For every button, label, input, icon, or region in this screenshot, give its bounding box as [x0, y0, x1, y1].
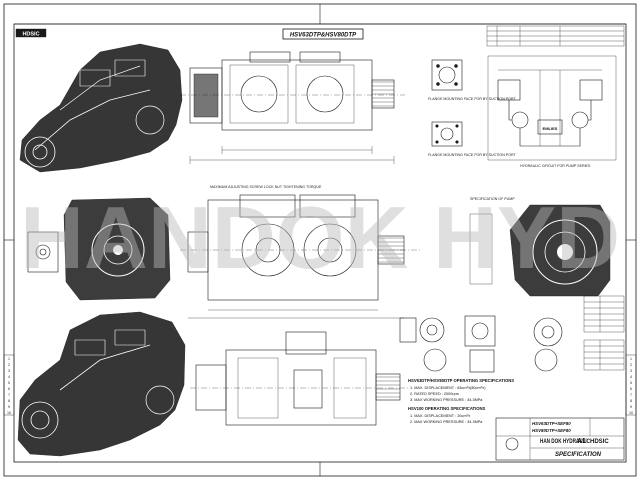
- row-number: 4: [630, 375, 632, 379]
- spec-line: 1. MAX. DISPLACEMENT : 20cm³/r: [410, 414, 471, 418]
- row-number: 6: [630, 387, 632, 391]
- pump-end-view-left: [27, 197, 171, 301]
- right-row-marks: 1 2 3 4 5 6 7 8 9 10: [625, 354, 637, 416]
- model-line-2: HSV80DTP+SEF80: [532, 428, 571, 433]
- regulator-label: EMLIES: [543, 126, 558, 131]
- revision-table: [486, 25, 625, 47]
- spec-line: 1. MAX. DISPLACEMENT : 63cm³/r(80cm³/r): [410, 386, 486, 390]
- row-number: 2: [630, 363, 632, 367]
- row-number: 3: [630, 369, 632, 373]
- hydraulic-circuit: EMLIES HYDRAULIC CIRCUIT FOR PUMP SERIES: [487, 55, 617, 168]
- spec-heading-2: HSV100 OPERATING SPECIFICATIONS: [408, 406, 486, 411]
- pump-isometric-bottom: [17, 311, 186, 457]
- title-block: HSV63DTP+SEF80 HSV80DTP+SEF80 HAN DOK HY…: [495, 417, 625, 461]
- row-number: 10: [629, 411, 633, 415]
- flange-detail-a: FLANGE MOUNTING FACE FOR BY SUCTION PORT: [428, 59, 517, 101]
- row-number: 7: [630, 393, 632, 397]
- row-number: 1: [8, 357, 10, 361]
- drawing-title: HSV63DTP&HSV80DTP: [290, 33, 357, 39]
- sheet-size: A1: [577, 438, 586, 445]
- row-number: 8: [630, 399, 632, 403]
- flange-detail-b: FLANGE MOUNTING FACE FOR BY SUCTION PORT: [428, 121, 517, 157]
- frame-center-ticks: [4, 4, 636, 476]
- logo-text: HDSIC: [22, 32, 39, 38]
- pump-top-view: [180, 51, 405, 164]
- row-number: 6: [8, 387, 10, 391]
- spec-line: 3. MAX WORKING PRESSURE : 34.3MPa: [410, 398, 483, 402]
- drawing-title-box: HSV63DTP&HSV80DTP: [282, 28, 364, 40]
- pump-spec-header: SPECIFICATION OF PUMP: [470, 197, 515, 201]
- row-number: 10: [7, 411, 11, 415]
- pump-isometric-top: [19, 43, 183, 173]
- watermark: HANDOK HYD: [20, 188, 620, 287]
- pump-end-view-right: SPECIFICATION OF PUMP: [469, 197, 611, 297]
- row-number: 5: [8, 381, 10, 385]
- pump-side-view: [190, 331, 410, 426]
- model-line-1: HSV63DTP+SEF80: [532, 421, 571, 426]
- company-name: HAN DOK HYDRAULIC: [540, 439, 591, 445]
- row-number: 5: [630, 381, 632, 385]
- row-number: 9: [630, 405, 632, 409]
- sheet-title: SPECIFICATION: [555, 452, 602, 458]
- row-number: 8: [8, 399, 10, 403]
- row-number: 2: [8, 363, 10, 367]
- row-number: 9: [8, 405, 10, 409]
- pump-front-view: MAXIMUM ADJUSTING SCREW LOCK NUT TIGHTEN…: [180, 185, 420, 319]
- spec-heading-1: HSV63DTP/HSV80DTP OPERATING SPECIFICATIO…: [408, 378, 514, 383]
- circuit-caption: HYDRAULIC CIRCUIT FOR PUMP SERIES: [520, 164, 591, 168]
- spec-line: 2. MAX WORKING PRESSURE : 34.3MPa: [410, 420, 483, 424]
- adjust-screw-note: MAXIMUM ADJUSTING SCREW LOCK NUT TIGHTEN…: [210, 185, 322, 189]
- spec-table-upper: [583, 295, 625, 333]
- left-row-marks: 1 2 3 4 5 6 7 8 9 10: [3, 354, 15, 416]
- row-number: 4: [8, 375, 10, 379]
- row-number: 7: [8, 393, 10, 397]
- flange-note-a: FLANGE MOUNTING FACE FOR BY SUCTION PORT: [428, 97, 517, 101]
- specifications-block: HSV63DTP/HSV80DTP OPERATING SPECIFICATIO…: [408, 378, 514, 424]
- corner-logo: HDSIC: [590, 439, 609, 445]
- row-number: 1: [630, 357, 632, 361]
- gear-pump-detail-views: [399, 315, 563, 373]
- spec-line: 2. RATED SPEED : 2000rpm: [410, 392, 459, 396]
- flange-note-b: FLANGE MOUNTING FACE FOR BY SUCTION PORT: [428, 153, 517, 157]
- spec-table-lower: [583, 339, 625, 371]
- logo: HDSIC: [15, 28, 47, 38]
- row-number: 3: [8, 369, 10, 373]
